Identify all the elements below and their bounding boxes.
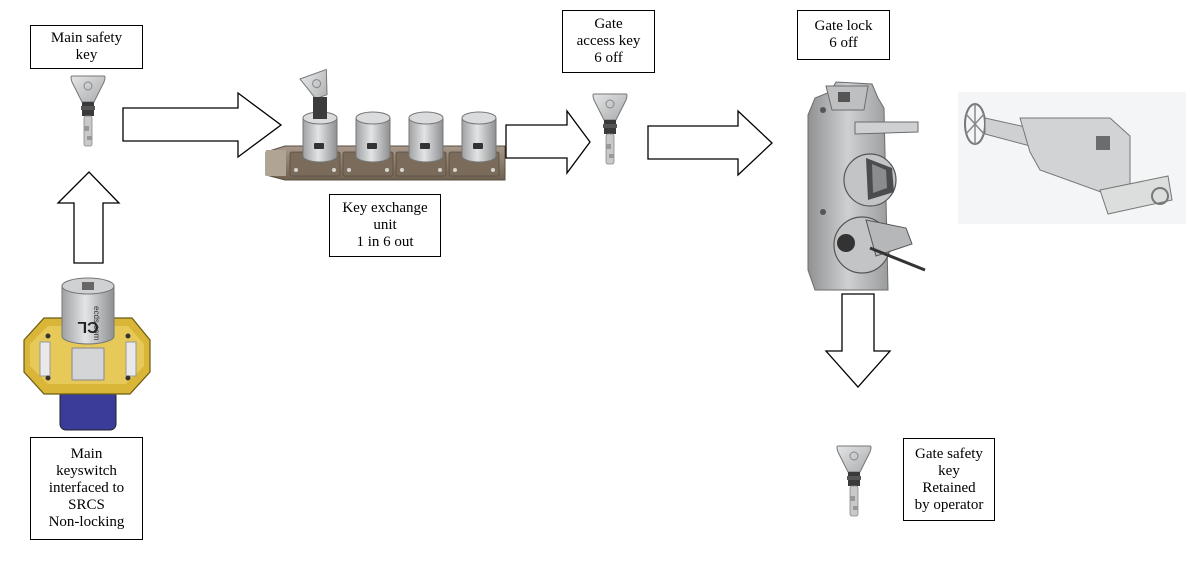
main-keyswitch-image: CL ecds.com — [23, 277, 151, 431]
keyswitch-url-text: ecds.com — [92, 306, 101, 341]
arrow-right-icon — [122, 91, 283, 159]
gate-lock-label: Gate lock 6 off — [797, 10, 890, 60]
gate-access-key-icon — [592, 93, 628, 165]
gate-safety-key-icon — [836, 445, 872, 517]
key-exchange-unit-image — [265, 68, 506, 181]
arrow-right-icon — [505, 109, 591, 175]
key-exchange-unit-label: Key exchange unit 1 in 6 out — [329, 194, 441, 257]
gate-safety-key-label: Gate safety key Retained by operator — [903, 438, 995, 521]
arrow-up-icon — [56, 171, 121, 264]
arrow-right-icon — [647, 109, 773, 177]
main-safety-key-icon — [70, 75, 106, 147]
main-keyswitch-label: Main keyswitch interfaced to SRCS Non-lo… — [30, 437, 143, 540]
arrow-down-icon — [824, 293, 892, 388]
gate-access-key-label: Gate access key 6 off — [562, 10, 655, 73]
main-safety-key-label: Main safety key — [30, 25, 143, 69]
gate-actuator-image — [958, 92, 1186, 224]
keyswitch-brand-text: CL — [77, 318, 99, 335]
gate-lock-image — [807, 81, 926, 291]
